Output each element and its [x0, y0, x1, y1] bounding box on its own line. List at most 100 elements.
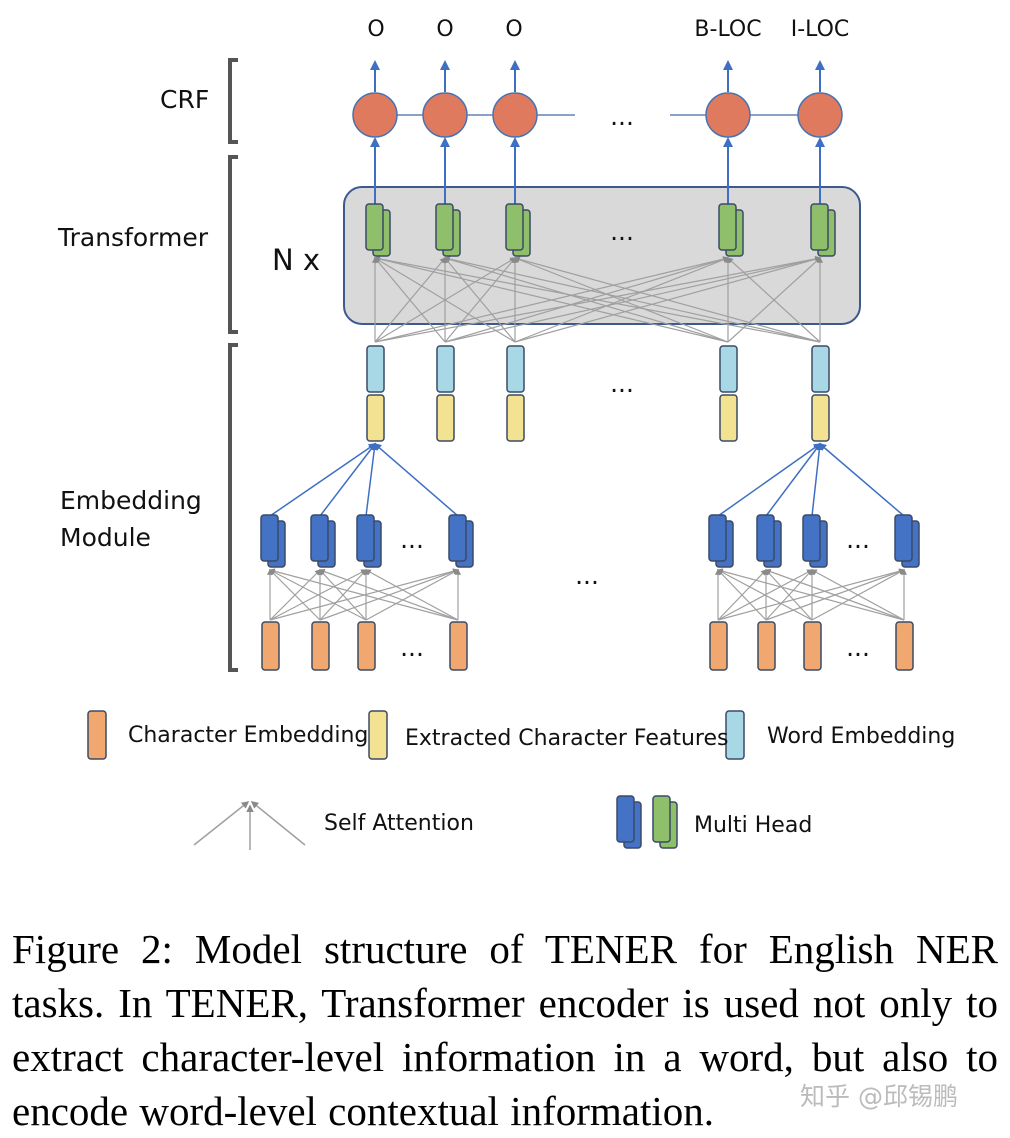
embedding-label-line1: Embedding: [60, 486, 202, 515]
char-attention-line: [716, 568, 905, 621]
char-attention-line: [318, 568, 459, 621]
char-attention-line: [765, 569, 813, 621]
word-embedding-4: [719, 345, 738, 393]
legend-word-embedding-label: Word Embedding: [767, 724, 955, 749]
char-head-front-1-2: [310, 514, 329, 562]
char-head-ellipsis: ...: [846, 525, 870, 554]
crf-bracket: [228, 58, 238, 144]
word-head-front-3: [505, 203, 524, 251]
extracted-feature-2: [436, 394, 455, 442]
char-head-front-1-4: [448, 514, 467, 562]
char-attention-line: [717, 569, 767, 621]
crf-node-2: [422, 92, 468, 138]
char-embedding-1-1: [261, 621, 280, 671]
char-head-front-2-4: [894, 514, 913, 562]
legend-multi-head-green-front: [652, 795, 671, 843]
n-times-label: N x: [272, 243, 320, 277]
extracted-feature-1: [366, 394, 385, 442]
output-label-5: I-LOC: [791, 17, 850, 42]
output-label-2: O: [436, 17, 453, 42]
embedding-ellipsis: ...: [610, 369, 634, 398]
legend-word-embedding-swatch: [725, 710, 745, 760]
char-to-word-arrow: [765, 442, 821, 517]
char-attention-line: [319, 569, 367, 621]
char-embedding-ellipsis: ...: [400, 633, 424, 662]
output-label-1: O: [367, 17, 384, 42]
word-attention-line: [443, 256, 729, 343]
word-attention-line: [513, 256, 729, 343]
char-attention-line: [716, 569, 813, 621]
legend-multi-head-blue-front: [616, 795, 635, 843]
crf-node-5: [797, 92, 843, 138]
legend-self-attention-label: Self Attention: [324, 811, 474, 836]
transformer-label: Transformer: [57, 223, 209, 252]
char-head-front-2-3: [802, 514, 821, 562]
char-embedding-ellipsis: ...: [846, 633, 870, 662]
char-to-word-arrow: [811, 442, 824, 517]
crf-node-1: [352, 92, 398, 138]
char-attention-line: [268, 568, 459, 621]
word-attention-line: [374, 257, 446, 343]
word-head-front-4: [718, 203, 737, 251]
output-label-3: O: [505, 17, 522, 42]
legend-self-attention-line: [193, 801, 250, 846]
char-attention-line: [810, 569, 905, 621]
char-head-front-1-3: [356, 514, 375, 562]
watermark-text: 知乎 @邱锡鹏: [800, 1082, 958, 1111]
legend-self-attention-line: [250, 801, 306, 846]
char-embedding-2-3: [803, 621, 822, 671]
char-to-word-arrow: [269, 443, 377, 517]
word-head-front-1: [365, 203, 384, 251]
word-attention-line: [727, 257, 821, 343]
word-embedding-2: [436, 345, 455, 393]
char-embedding-1-3: [357, 621, 376, 671]
word-head-front-2: [435, 203, 454, 251]
legend-character-embedding-swatch: [87, 710, 107, 760]
char-to-word-arrow: [373, 443, 459, 517]
char-embedding-1-4: [449, 621, 468, 671]
char-to-word-arrow: [717, 443, 822, 517]
output-label-4: B-LOC: [694, 17, 761, 42]
word-attention-line: [373, 255, 821, 343]
char-head-front-1-1: [260, 514, 279, 562]
word-embedding-1: [366, 345, 385, 393]
char-attention-line: [268, 569, 367, 621]
crf-node-3: [492, 92, 538, 138]
char-attention-line: [764, 568, 905, 621]
char-to-word-arrow: [818, 443, 905, 517]
word-embedding-3: [506, 345, 525, 393]
char-attention-line: [364, 569, 459, 621]
crf-ellipsis: ...: [610, 102, 634, 131]
char-head-front-2-2: [756, 514, 775, 562]
word-attention-line: [513, 256, 821, 343]
extracted-feature-4: [719, 394, 738, 442]
char-to-word-arrow: [319, 442, 376, 517]
crf-node-4: [705, 92, 751, 138]
legend-character-embedding-label: Character Embedding: [128, 723, 368, 748]
char-head-front-2-1: [708, 514, 727, 562]
word-embedding-5: [811, 345, 830, 393]
legend-extracted-features-swatch: [368, 710, 388, 760]
word-attention-line: [373, 257, 516, 343]
char-attention-line: [269, 569, 321, 621]
legend-multi-head-label: Multi Head: [694, 813, 812, 838]
transformer-bracket: [228, 155, 238, 334]
word-attention-line: [443, 256, 821, 343]
extracted-feature-5: [811, 394, 830, 442]
char-to-word-arrow: [365, 442, 378, 517]
embedding-bracket: [228, 343, 238, 672]
embedding-label-line2: Module: [60, 523, 151, 552]
groups-ellipsis: ...: [575, 561, 599, 590]
word-attention-line: [373, 256, 729, 343]
char-embedding-2-1: [709, 621, 728, 671]
transformer-block: [343, 186, 861, 325]
word-attention-line: [444, 257, 516, 343]
extracted-feature-3: [506, 394, 525, 442]
char-head-ellipsis: ...: [400, 525, 424, 554]
legend-extracted-features-label: Extracted Character Features: [405, 726, 729, 751]
crf-label: CRF: [160, 85, 209, 114]
word-head-front-5: [810, 203, 829, 251]
figure-caption: Figure 2: Model structure of TENER for E…: [12, 926, 998, 1134]
char-embedding-2-2: [757, 621, 776, 671]
